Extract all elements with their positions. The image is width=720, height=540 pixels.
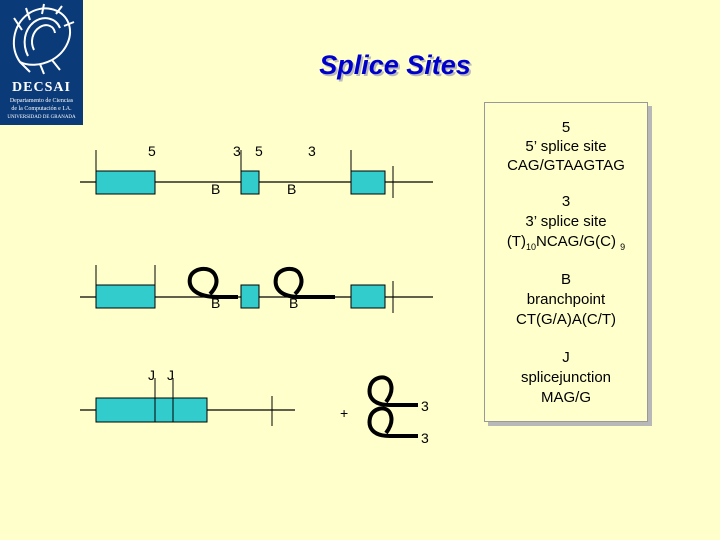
row-3-spliced-mrna <box>80 378 295 426</box>
row-1-premrna <box>80 150 433 198</box>
logo-line2: de la Computación e I.A. <box>11 106 72 112</box>
branchpoint-seq: CT(G/A)A(C/T) <box>516 311 616 328</box>
junction-seq: MAG/G <box>540 389 591 406</box>
junction-name: splicejunction <box>520 369 612 386</box>
junction-num: J <box>562 349 570 366</box>
shell-icon <box>12 3 75 75</box>
three-prime-num: 3 <box>561 193 571 210</box>
row1-branchpoint-right: B <box>287 181 297 197</box>
five-prime-seq: CAG/GTAAGTAG <box>507 157 625 174</box>
three-prime-seq: (T)10NCAG/G(C) 9 <box>485 232 647 257</box>
three-prime-seq-sub: 10 <box>525 242 536 252</box>
row1-label-5-mid: 5 <box>255 143 263 159</box>
three-prime-name: 3’ splice site <box>525 213 607 230</box>
logo-name: DECSAI <box>12 80 71 95</box>
five-prime-name: 5’ splice site <box>525 138 607 155</box>
branchpoint-name: branchpoint <box>526 291 606 308</box>
excised-lariat <box>367 375 418 438</box>
splice-site-legend: 5 5’ splice site CAG/GTAAGTAG 3 3’ splic… <box>484 102 648 422</box>
three-prime-seq-sub2: 9 <box>620 242 626 252</box>
plus-sign: + <box>340 405 349 421</box>
decsai-logo: DECSAI Departamento de Ciencias de la Co… <box>0 0 83 125</box>
three-prime-seq-pre: (T) <box>506 233 526 250</box>
lariat-label-3-top: 3 <box>421 398 429 414</box>
three-prime-seq-post: NCAG/G(C) <box>535 233 616 250</box>
row1-label-3-right: 3 <box>308 143 316 159</box>
five-prime-num: 5 <box>561 119 571 136</box>
page-title: Splice Sites <box>319 50 471 80</box>
lariat-label-3-bottom: 3 <box>421 430 429 446</box>
row1-branchpoint-left: B <box>211 181 221 197</box>
row1-label-3: 3 <box>233 143 241 159</box>
row1-label-5-left: 5 <box>148 143 156 159</box>
row2-branchpoint-left: B <box>211 295 221 311</box>
logo-line3: UNIVERSIDAD DE GRANADA <box>7 115 76 120</box>
branchpoint-num: B <box>560 271 571 288</box>
logo-line1: Departamento de Ciencias <box>9 98 74 104</box>
row2-branchpoint-right: B <box>289 295 299 311</box>
row3-junction-right: J <box>167 367 174 383</box>
row3-junction-left: J <box>148 367 155 383</box>
row-2-lariat-formation <box>80 265 433 313</box>
